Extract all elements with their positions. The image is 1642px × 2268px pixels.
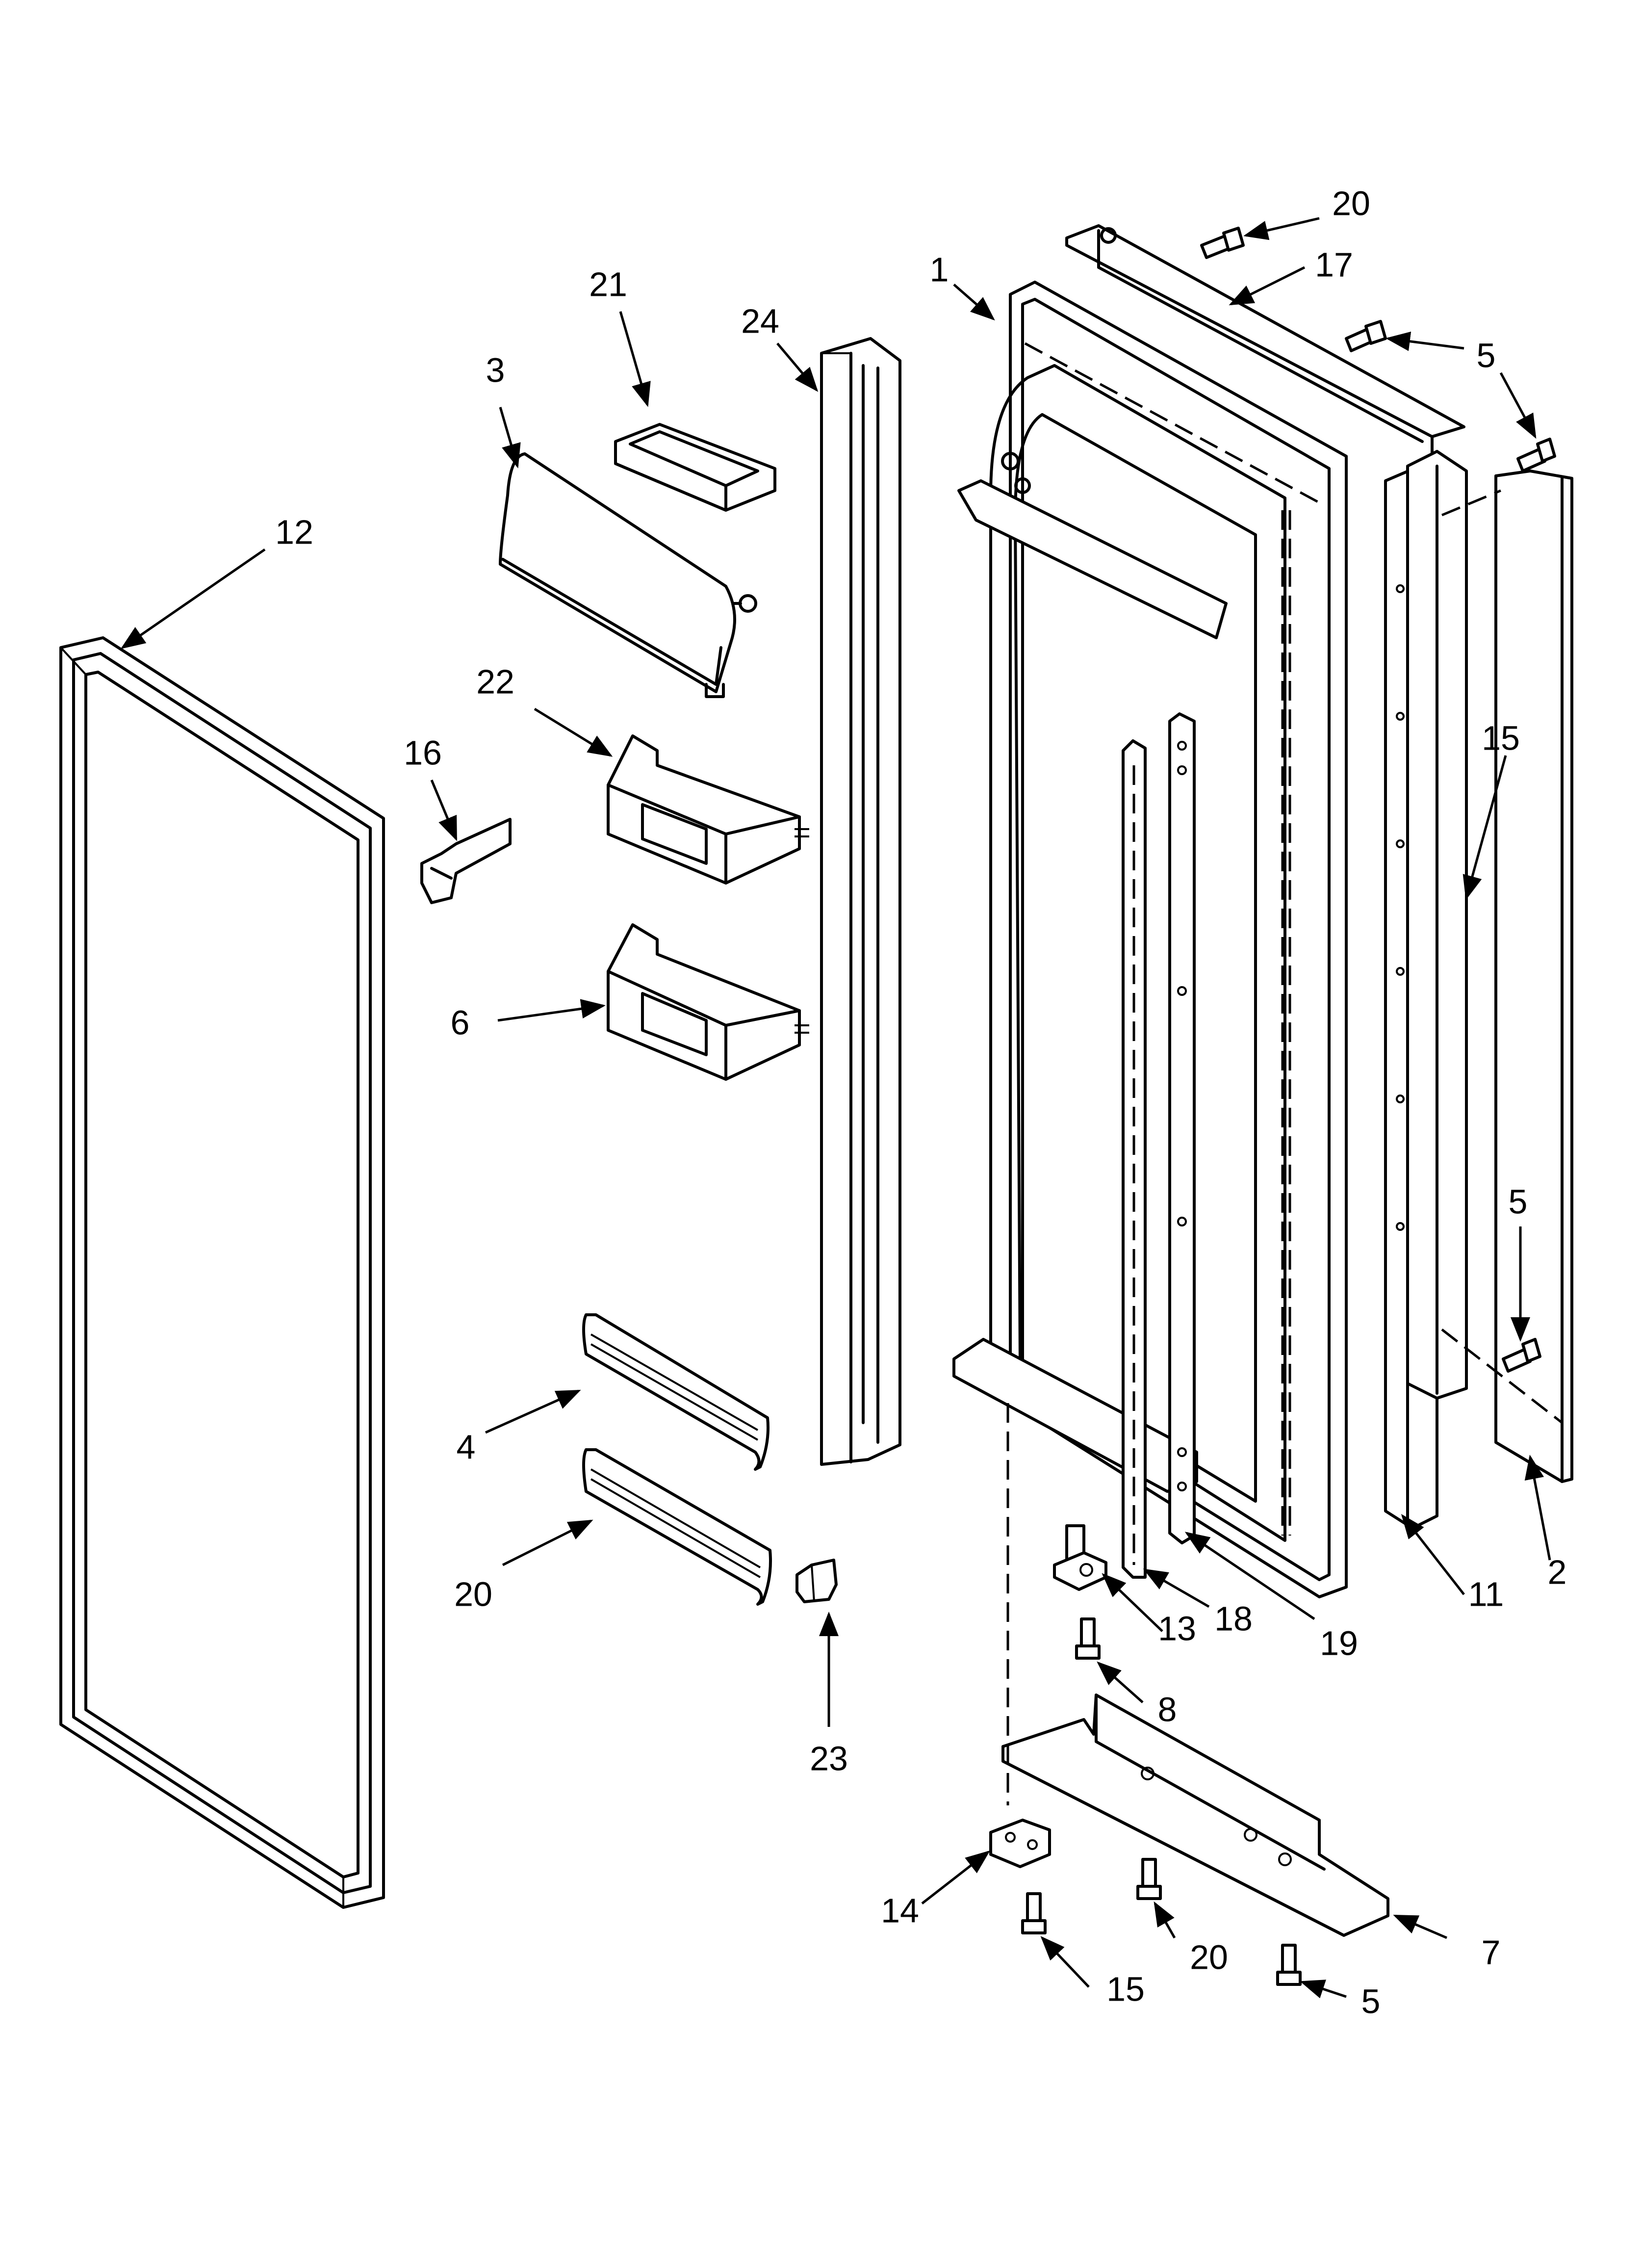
hinge-pin-part xyxy=(1053,1524,1107,1591)
callout-7: 7 xyxy=(1482,1933,1501,1971)
callout-2: 2 xyxy=(1548,1553,1567,1591)
callout-labels: 12 3 21 24 22 16 6 4 20 23 1 20 17 5 15 … xyxy=(275,184,1566,2020)
screw-15-part xyxy=(1021,1892,1047,1934)
screw-5-bottom-part xyxy=(1276,1944,1302,1986)
screw-20-top-part xyxy=(1200,227,1245,259)
callout-4: 4 xyxy=(457,1428,476,1466)
screw-5-side-upper-part xyxy=(1516,438,1556,472)
upper-door-shelf-part xyxy=(607,734,809,885)
door-assembly-part xyxy=(952,281,1348,1598)
small-clip-part xyxy=(795,1559,838,1603)
callout-5-top: 5 xyxy=(1477,336,1496,374)
callout-11: 15 xyxy=(1482,719,1520,757)
callout-8: 12 xyxy=(275,513,313,551)
callout-6: 6 xyxy=(451,1003,470,1042)
callout-22: 22 xyxy=(476,662,514,701)
lower-door-shelf-part xyxy=(607,923,809,1081)
callout-23: 23 xyxy=(810,1739,848,1777)
screw-20-bottom-part xyxy=(1136,1858,1162,1900)
small-tray-part xyxy=(614,423,776,512)
callout-9: 11 xyxy=(1468,1575,1504,1613)
outer-panel-part xyxy=(1441,469,1573,1483)
screw-5-side-lower-part xyxy=(1502,1338,1541,1373)
door-trim-lower-part xyxy=(582,1448,772,1606)
callout-3: 3 xyxy=(486,351,505,389)
clip-part xyxy=(420,818,512,904)
callout-18: 19 xyxy=(1320,1624,1358,1662)
callout-5-bottom: 5 xyxy=(1361,1982,1381,2020)
door-trim-upper-part xyxy=(582,1313,770,1471)
top-cap-part xyxy=(1065,224,1465,472)
shelf-rail-left-part xyxy=(1122,739,1147,1579)
vertical-trim-strip-part xyxy=(820,337,901,1466)
callout-1: 1 xyxy=(930,250,949,288)
screw-10-part xyxy=(1075,1617,1101,1660)
callout-15: 15 xyxy=(1106,1970,1145,2008)
screw-5-top-part xyxy=(1345,320,1387,352)
shelf-rail-right-part xyxy=(1168,712,1196,1544)
callout-14: 13 xyxy=(1158,1609,1196,1647)
callout-21: 21 xyxy=(589,265,627,303)
leader-lines xyxy=(120,217,1551,1999)
hinge-block-part xyxy=(989,1819,1051,1868)
callout-20-top: 20 xyxy=(1332,184,1370,222)
callout-24: 24 xyxy=(741,302,779,340)
callout-5-mid: 5 xyxy=(1509,1182,1528,1221)
callout-20-bottom: 20 xyxy=(1190,1938,1228,1976)
callout-19: 20 xyxy=(454,1575,492,1613)
door-gasket-part xyxy=(59,636,385,1909)
callout-12: 16 xyxy=(404,733,442,772)
callout-10: 8 xyxy=(1158,1690,1177,1728)
callout-16: 14 xyxy=(881,1891,919,1929)
callout-13: 17 xyxy=(1315,245,1353,284)
side-trim-part xyxy=(1406,450,1468,1400)
bottom-hinge-part xyxy=(1001,1403,1389,1937)
callout-17: 18 xyxy=(1214,1599,1253,1638)
